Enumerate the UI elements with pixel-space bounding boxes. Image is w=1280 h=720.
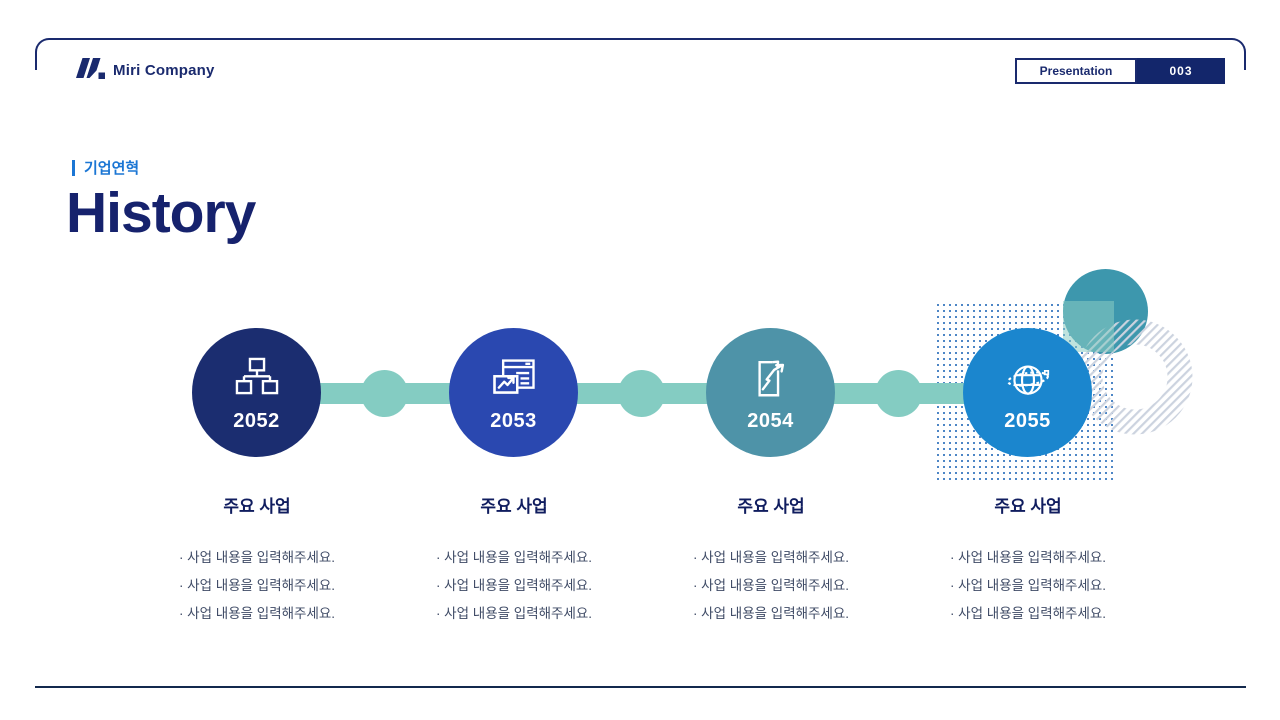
- milestone-item: · 사업 내용을 입력해주세요.: [949, 578, 1107, 593]
- milestone-section-title: 주요 사업: [994, 497, 1062, 516]
- company-name: Miri Company: [113, 62, 215, 79]
- timeline-node-dot: [875, 370, 922, 417]
- milestone-circle-2052: 2052: [192, 328, 321, 457]
- bottom-rule: [35, 686, 1246, 688]
- milestone-item: · 사업 내용을 입력해주세요.: [949, 606, 1107, 621]
- top-frame-border: [35, 38, 1246, 70]
- milestone-item: · 사업 내용을 입력해주세요.: [692, 606, 850, 621]
- milestone-item: · 사업 내용을 입력해주세요.: [435, 606, 593, 621]
- milestone-details-2052: 주요 사업 · 사업 내용을 입력해주세요. · 사업 내용을 입력해주세요. …: [137, 492, 377, 628]
- page-title: History: [66, 181, 256, 245]
- milestone-item: · 사업 내용을 입력해주세요.: [178, 550, 336, 565]
- window-chart-icon: [492, 358, 535, 394]
- eyebrow-label: 기업연혁: [84, 160, 140, 177]
- org-chart-icon: [235, 357, 278, 394]
- milestone-year: 2054: [747, 409, 794, 432]
- milestone-section-title: 주요 사업: [223, 497, 291, 516]
- page-number-badge: 003: [1137, 58, 1225, 84]
- milestone-item: · 사업 내용을 입력해주세요.: [178, 578, 336, 593]
- document-arrow-icon: [757, 359, 784, 396]
- milestone-item: · 사업 내용을 입력해주세요.: [692, 550, 850, 565]
- milestone-section-title: 주요 사업: [480, 497, 548, 516]
- mint-square-decoration: [1063, 301, 1114, 352]
- milestone-circle-2055: 2055: [963, 328, 1092, 457]
- globe-icon: [1006, 364, 1049, 395]
- eyebrow-bar: [72, 159, 75, 176]
- presentation-badge: Presentation: [1015, 58, 1137, 84]
- timeline-node-dot: [618, 370, 665, 417]
- milestone-details-2053: 주요 사업 · 사업 내용을 입력해주세요. · 사업 내용을 입력해주세요. …: [394, 492, 634, 628]
- milestone-year: 2053: [490, 409, 537, 432]
- milestone-item: · 사업 내용을 입력해주세요.: [435, 578, 593, 593]
- milestone-item: · 사업 내용을 입력해주세요.: [949, 550, 1107, 565]
- timeline-node-dot: [361, 370, 408, 417]
- milestone-section-title: 주요 사업: [737, 497, 805, 516]
- milestone-details-2055: 주요 사업 · 사업 내용을 입력해주세요. · 사업 내용을 입력해주세요. …: [908, 492, 1148, 628]
- milestone-circle-2053: 2053: [449, 328, 578, 457]
- milestone-year: 2052: [233, 409, 280, 432]
- miri-logo-icon: [76, 58, 105, 79]
- milestone-circle-2054: 2054: [706, 328, 835, 457]
- section-eyebrow: 기업연혁: [72, 157, 139, 178]
- milestone-year: 2055: [1004, 409, 1051, 432]
- milestone-item: · 사업 내용을 입력해주세요.: [692, 578, 850, 593]
- milestone-item: · 사업 내용을 입력해주세요.: [178, 606, 336, 621]
- milestone-item: · 사업 내용을 입력해주세요.: [435, 550, 593, 565]
- milestone-details-2054: 주요 사업 · 사업 내용을 입력해주세요. · 사업 내용을 입력해주세요. …: [651, 492, 891, 628]
